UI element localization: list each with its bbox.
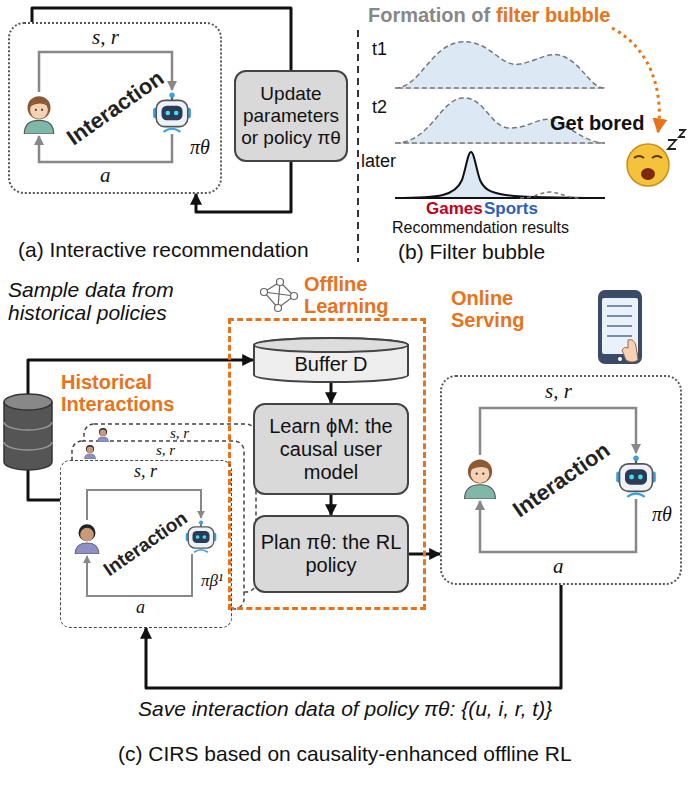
online-loop: Online ServingInteraction <box>440 375 682 585</box>
signal-label: s, r <box>170 425 189 442</box>
signal-label: a <box>136 598 145 618</box>
connector <box>196 162 291 212</box>
category-label: Games <box>426 200 483 219</box>
connector <box>32 8 291 70</box>
group-heading: Online Serving <box>448 287 594 331</box>
user-icon <box>465 459 496 499</box>
network-icon <box>261 279 298 312</box>
policy-label: πβ¹ <box>201 572 223 591</box>
policy-label: πθ <box>652 503 672 525</box>
database-icon <box>4 394 52 470</box>
connector <box>330 495 333 515</box>
panel-caption: (a) Interactive recommendation <box>18 238 309 261</box>
panel-caption: (b) Filter bubble <box>398 240 545 263</box>
phone-icon <box>598 290 642 364</box>
signal-label: a <box>553 555 564 578</box>
signal-label: s, r <box>92 26 119 49</box>
filter-bubble-plot <box>358 28 659 262</box>
offline-group: Offline LearningBuffer DLearn ϕM: the ca… <box>228 318 426 610</box>
history-card: Historical InteractionsInteraction <box>60 460 232 628</box>
time-label: t1 <box>372 40 387 60</box>
flow-note: Sample data from historical policies <box>8 278 223 324</box>
loop-a-arrows <box>39 52 172 162</box>
group-heading: Historical Interactions <box>58 371 194 415</box>
loop-title: Interaction <box>508 437 615 522</box>
user-icon <box>24 96 53 134</box>
panel-title: filter bubble <box>496 4 610 26</box>
buffer-cylinder: Buffer D <box>253 337 409 383</box>
robot-icon <box>153 93 191 132</box>
process-box: Update parameters or policy πθ <box>234 70 348 162</box>
note-label: Get bored <box>550 112 644 134</box>
loop-title: Interaction <box>62 65 169 150</box>
connector <box>330 383 333 403</box>
axis-label: Recommendation results <box>392 219 569 237</box>
flow-note: Save interaction data of policy πθ: {(u,… <box>138 697 552 720</box>
box-text: Buffer D <box>295 353 368 376</box>
process-box: Plan πθ: the RL policy <box>253 515 409 593</box>
user-icon <box>84 445 95 459</box>
group-heading: Offline Learning <box>301 273 419 317</box>
box-text: Learn ϕM: the causal user model <box>260 415 402 484</box>
signal-label: s, r <box>156 442 175 459</box>
signal-label: s, r <box>545 380 572 403</box>
time-label: later <box>361 152 396 172</box>
bored-emoji <box>627 130 685 186</box>
box-text: Plan πθ: the RL policy <box>260 531 402 577</box>
loop-online-arrows <box>480 408 636 552</box>
loop-hist-arrows <box>87 490 201 596</box>
time-label: t2 <box>372 98 387 118</box>
policy-label: πθ <box>190 136 210 158</box>
robot-icon <box>616 456 656 497</box>
user-icon <box>75 524 99 554</box>
signal-label: a <box>100 164 111 187</box>
process-box: Learn ϕM: the causal user model <box>253 403 409 495</box>
category-label: Sports <box>484 200 538 219</box>
panel-caption: (c) CIRS based on causality-enhanced off… <box>118 742 572 765</box>
panel-title: Formation of <box>368 4 490 26</box>
history-back-cards <box>60 424 256 628</box>
box-text: Update parameters or policy πθ <box>240 83 342 149</box>
loop-title: Interaction <box>100 507 192 581</box>
signal-label: s, r <box>134 462 157 482</box>
user-icon <box>97 428 108 442</box>
